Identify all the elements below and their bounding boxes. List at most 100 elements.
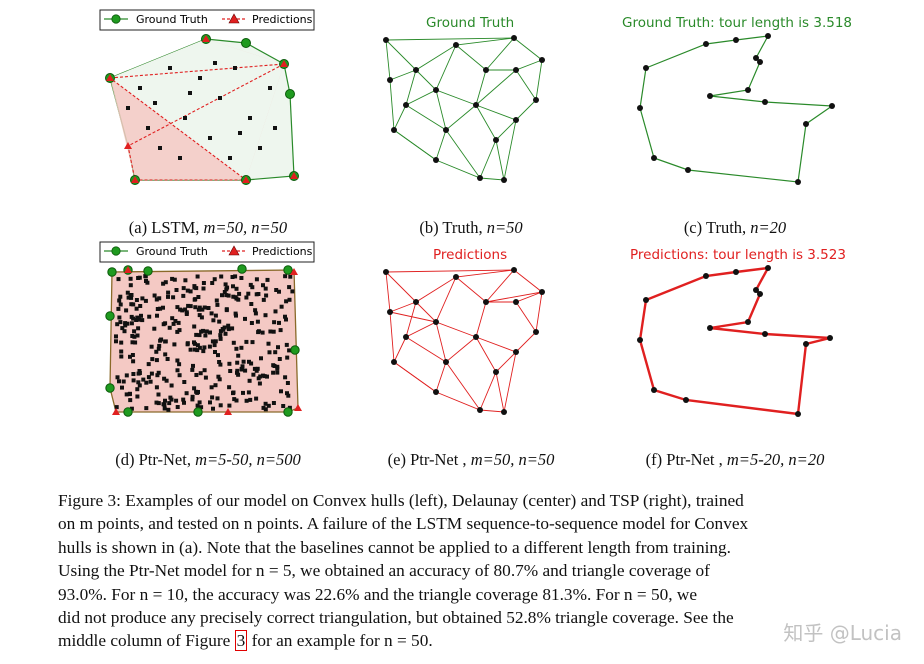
cloud-point xyxy=(152,293,157,298)
cloud-point xyxy=(208,330,212,335)
cloud-point xyxy=(125,321,130,326)
cloud-point xyxy=(202,345,207,350)
cloud-point xyxy=(119,349,124,354)
cloud-point xyxy=(230,326,235,331)
panel-b-plot: Ground Truth xyxy=(383,15,545,183)
cloud-point xyxy=(209,311,214,316)
cloud-point xyxy=(155,373,160,378)
cloud-point xyxy=(218,333,223,338)
cloud-point xyxy=(135,315,140,320)
cloud-point xyxy=(167,325,172,330)
cloud-point xyxy=(256,330,261,335)
panel-f-tsp-ptrnet: Predictions: tour length is 3.523 xyxy=(620,242,870,422)
panel-d-convex-hull-ptrnet: Ground Truth Predictions xyxy=(98,238,318,423)
figure-ref-link[interactable]: 3 xyxy=(234,630,248,652)
cloud-point xyxy=(284,342,289,347)
cloud-point xyxy=(169,383,174,388)
cloud-point xyxy=(165,357,170,361)
cloud-point xyxy=(223,331,228,336)
cloud-point xyxy=(253,311,258,316)
cloud-point xyxy=(163,321,168,326)
cloud-point xyxy=(236,297,241,302)
caption-line: Using the Ptr-Net model for n = 5, we ob… xyxy=(58,561,710,581)
cloud-point xyxy=(222,325,227,330)
cloud-point xyxy=(131,302,136,307)
cloud-point xyxy=(162,402,167,407)
delaunay-edges xyxy=(385,37,543,181)
cloud-point xyxy=(188,347,193,352)
cloud-point xyxy=(143,298,148,303)
tsp-tour-predicted xyxy=(638,266,831,416)
tsp-predicted-points xyxy=(637,265,833,417)
cloud-point xyxy=(167,401,172,406)
panel-e-plot: Predictions xyxy=(383,247,545,415)
caption-line: Figure 3: Examples of our model on Conve… xyxy=(58,491,744,510)
cloud-point xyxy=(121,379,126,384)
cloud-point xyxy=(195,403,200,408)
cloud-point xyxy=(212,343,217,348)
caption-e: (e) Ptr-Net , m=50, n=50 xyxy=(387,450,555,469)
cloud-point xyxy=(253,308,258,313)
cloud-point xyxy=(154,358,159,363)
cloud-point xyxy=(182,380,187,384)
cloud-point xyxy=(216,374,221,379)
caption-b: (b) Truth, n=50 xyxy=(419,218,523,237)
cloud-point xyxy=(129,295,134,300)
cloud-point xyxy=(261,283,265,288)
cloud-point xyxy=(124,392,129,397)
cloud-point xyxy=(137,369,142,373)
cloud-point xyxy=(227,385,232,390)
cloud-point xyxy=(130,334,135,338)
cloud-point xyxy=(176,320,181,325)
cloud-point xyxy=(116,277,121,282)
cloud-point xyxy=(157,343,162,348)
cloud-point xyxy=(134,306,139,311)
cloud-point xyxy=(264,293,269,298)
legend-ground-truth-d: Ground Truth xyxy=(136,245,208,258)
cloud-point xyxy=(228,369,233,373)
cloud-point xyxy=(166,294,170,299)
cloud-point xyxy=(131,378,136,383)
cloud-point xyxy=(267,350,272,355)
cloud-point xyxy=(227,361,232,366)
panel-f-plot: Predictions: tour length is 3.523 xyxy=(630,247,846,417)
cloud-point xyxy=(226,327,231,332)
cloud-point xyxy=(169,397,174,402)
panel-a-plot: Ground Truth Predictions xyxy=(99,9,315,185)
cloud-point xyxy=(128,283,133,288)
cloud-point xyxy=(275,366,280,371)
cloud-point xyxy=(198,371,203,376)
cloud-point xyxy=(147,314,152,319)
cloud-point xyxy=(265,277,270,282)
cloud-point xyxy=(287,297,292,302)
cloud-point xyxy=(213,383,218,388)
cloud-point xyxy=(171,295,176,300)
cloud-point xyxy=(128,293,133,298)
panel-d-plot: Ground Truth Predictions xyxy=(99,241,315,417)
cloud-point xyxy=(243,368,248,373)
cloud-point xyxy=(235,360,240,365)
cloud-point xyxy=(182,400,186,405)
cloud-point xyxy=(155,313,159,318)
cloud-point xyxy=(115,322,120,327)
cloud-point xyxy=(200,307,205,312)
cloud-point xyxy=(158,338,163,343)
cloud-point xyxy=(231,340,236,345)
cloud-point xyxy=(243,316,247,321)
cloud-point xyxy=(190,397,195,402)
cloud-point xyxy=(201,349,206,354)
cloud-point xyxy=(161,281,166,286)
cloud-point xyxy=(252,366,257,371)
panel-b-title: Ground Truth xyxy=(426,15,514,31)
cloud-point xyxy=(250,285,255,290)
cloud-point xyxy=(215,396,220,401)
cloud-point xyxy=(157,296,162,301)
cloud-point xyxy=(241,390,245,395)
cloud-point xyxy=(190,394,195,399)
cloud-point xyxy=(231,294,236,299)
cloud-point xyxy=(251,372,256,377)
cloud-point xyxy=(217,360,222,364)
cloud-point xyxy=(265,374,269,379)
cloud-point xyxy=(276,345,280,350)
hull-markers-d xyxy=(105,264,302,417)
